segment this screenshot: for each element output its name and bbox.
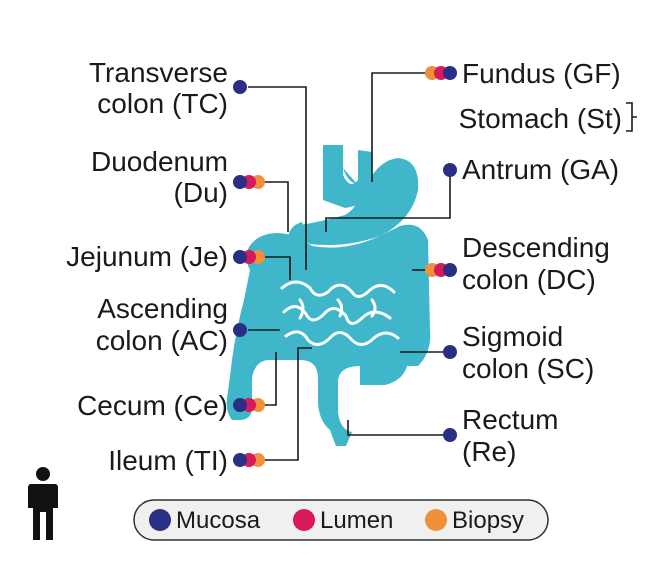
dot-je-mucosa	[233, 250, 247, 264]
dot-ga-mucosa	[443, 163, 457, 177]
label-ascending-colon-line2: colon (AC)	[96, 325, 228, 356]
legend: Mucosa Lumen Biopsy	[133, 499, 549, 541]
dot-ti-mucosa	[233, 453, 247, 467]
label-sigmoid-colon-line1: Sigmoid	[462, 321, 563, 352]
label-transverse-colon-line1: Transverse	[89, 57, 228, 88]
dot-tc-mucosa	[233, 80, 247, 94]
dot-dc-mucosa	[443, 263, 457, 277]
intestine-loops	[280, 280, 400, 346]
digestive-tract	[226, 145, 431, 446]
label-sigmoid-colon-line2: colon (SC)	[462, 353, 594, 384]
label-cecum: Cecum (Ce)	[77, 390, 228, 421]
labels-left: Transverse colon (TC) Duodenum (Du) Jeju…	[66, 57, 228, 476]
legend-lumen-swatch	[293, 509, 315, 531]
label-jejunum: Jejunum (Je)	[66, 241, 228, 272]
dot-ce-mucosa	[233, 398, 247, 412]
legend-biopsy-label: Biopsy	[452, 507, 524, 534]
label-ascending-colon-line1: Ascending	[97, 293, 228, 324]
label-transverse-colon-line2: colon (TC)	[97, 88, 228, 119]
legend-box	[133, 499, 549, 541]
label-descending-colon-line1: Descending	[462, 232, 610, 263]
dot-du-mucosa	[233, 175, 247, 189]
legend-mucosa-label: Mucosa	[176, 507, 261, 534]
label-fundus: Fundus (GF)	[462, 58, 621, 89]
dot-gf-mucosa	[443, 66, 457, 80]
sample-dots	[233, 66, 457, 467]
person-icon	[28, 467, 58, 540]
dot-sc-mucosa	[443, 345, 457, 359]
label-rectum-line1: Rectum	[462, 404, 558, 435]
label-duodenum-line2: (Du)	[174, 177, 228, 208]
label-stomach: Stomach (St)	[459, 103, 622, 134]
label-ileum: Ileum (TI)	[108, 445, 228, 476]
dot-ac-mucosa	[233, 323, 247, 337]
legend-lumen-label: Lumen	[320, 507, 393, 534]
legend-biopsy-swatch	[425, 509, 447, 531]
labels-right: Fundus (GF) Stomach (St) Antrum (GA) Des…	[459, 58, 622, 467]
label-rectum-line2: (Re)	[462, 436, 516, 467]
label-duodenum-line1: Duodenum	[91, 146, 228, 177]
label-descending-colon-line2: colon (DC)	[462, 264, 596, 295]
legend-mucosa-swatch	[149, 509, 171, 531]
dot-re-mucosa	[443, 428, 457, 442]
stomach-shape	[299, 158, 419, 245]
label-antrum: Antrum (GA)	[462, 154, 619, 185]
leader-lines	[248, 72, 637, 461]
